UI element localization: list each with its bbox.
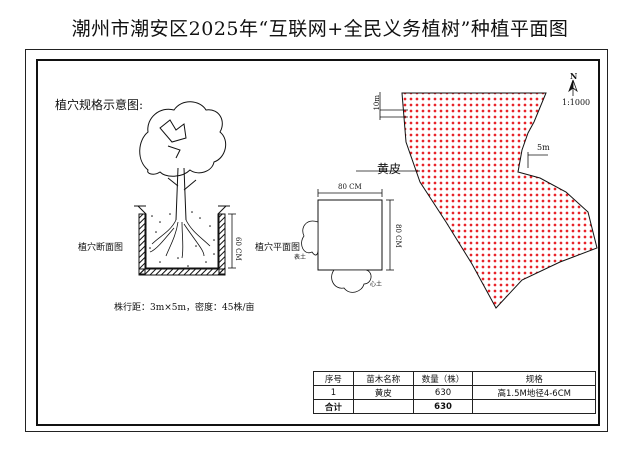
scale-ratio: 1:1000 <box>562 98 591 107</box>
cell-index: 1 <box>313 385 354 400</box>
total-quantity: 630 <box>412 399 474 414</box>
inner-frame <box>36 59 600 426</box>
page-title: 潮州市潮安区2025年“互联网+全民义务植树”种植平面图 <box>71 18 569 40</box>
north-arrow-icon <box>568 79 578 96</box>
depth-dimension <box>228 213 236 269</box>
header-index: 序号 <box>313 371 354 386</box>
subsoil-pile <box>331 269 372 293</box>
tree-crown <box>139 101 227 177</box>
scale-bar-side-label: 5m <box>537 143 550 152</box>
planting-summary-table: 序号 苗木名称 数量（株） 规格 1 黄皮 630 高1.5M地径4-6CM 合… <box>313 371 596 414</box>
topsoil-pile <box>301 220 319 256</box>
total-label: 合计 <box>313 399 354 414</box>
species-label: 黄皮 <box>377 162 402 176</box>
tree-trunk <box>167 167 197 221</box>
cell-spec: 高1.5M地径4-6CM <box>472 385 596 400</box>
outer-frame <box>25 49 608 432</box>
cell-quantity: 630 <box>412 385 474 400</box>
length-label: 80 CM <box>394 224 402 248</box>
north-label: N <box>570 71 578 81</box>
scale-bar-top-label: 10m <box>373 95 381 111</box>
tree-roots <box>149 219 211 259</box>
annotation-lines <box>356 92 548 172</box>
pit-section <box>134 205 230 276</box>
plan-view-label: 植穴平面图 <box>255 243 301 253</box>
spacing-note: 株行距：3m×5m，密度：45株/亩 <box>114 303 255 313</box>
section-view-label: 植穴断面图 <box>78 243 124 253</box>
cell-species: 黄皮 <box>352 385 414 400</box>
width-label: 80 CM <box>338 183 362 191</box>
topsoil-label: 表土 <box>294 254 307 261</box>
pit-plan <box>317 189 394 271</box>
pit-diagram-title: 植穴规格示意图: <box>55 98 144 112</box>
table-header-row: 序号 苗木名称 数量（株） 规格 <box>313 371 596 386</box>
total-species <box>352 399 414 414</box>
depth-label: 60 CM <box>234 237 242 261</box>
total-spec <box>472 399 596 414</box>
soil-fill <box>149 211 215 267</box>
table-row: 1 黄皮 630 高1.5M地径4-6CM <box>313 385 596 400</box>
header-quantity: 数量（株） <box>412 371 474 386</box>
header-spec: 规格 <box>472 371 596 386</box>
table-total-row: 合计 630 <box>313 399 596 414</box>
subsoil-label: 心土 <box>370 281 383 288</box>
header-species: 苗木名称 <box>352 371 414 386</box>
planting-parcel <box>401 92 598 309</box>
